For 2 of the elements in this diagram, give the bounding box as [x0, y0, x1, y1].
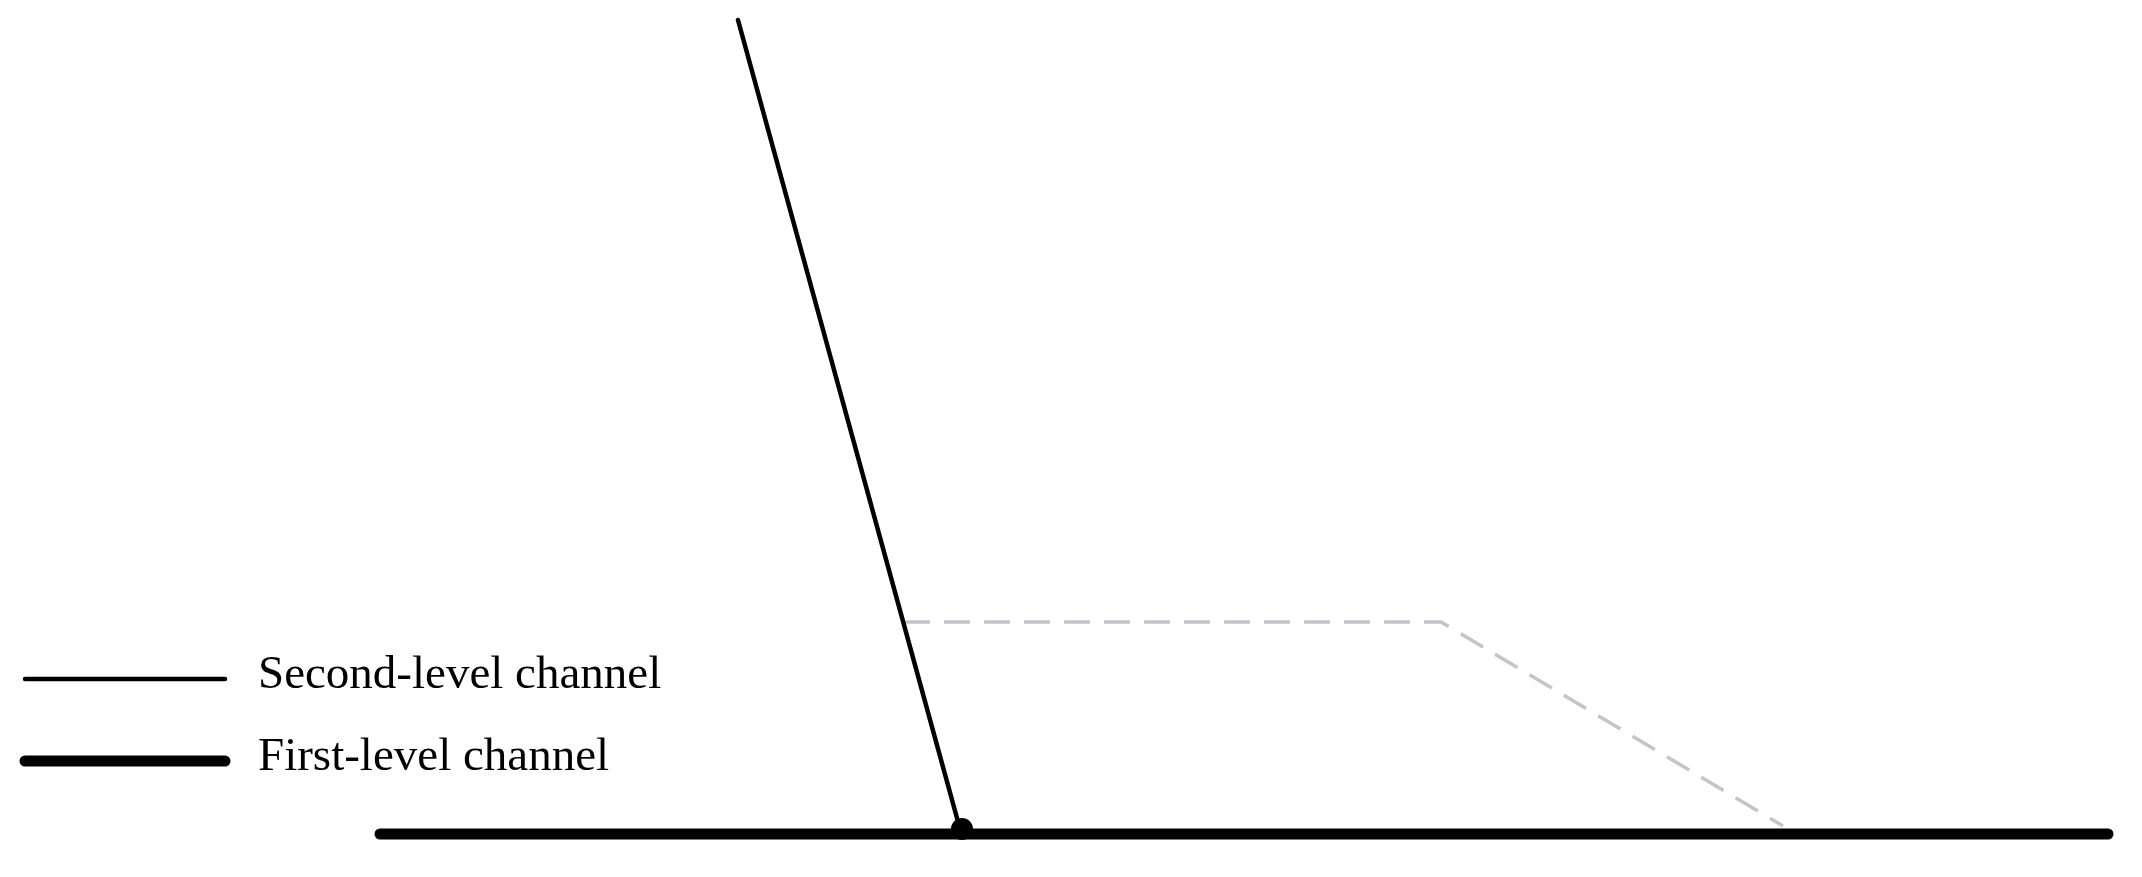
legend-text: Second-level channel	[258, 649, 662, 696]
legend-text: First-level channel	[258, 731, 610, 778]
